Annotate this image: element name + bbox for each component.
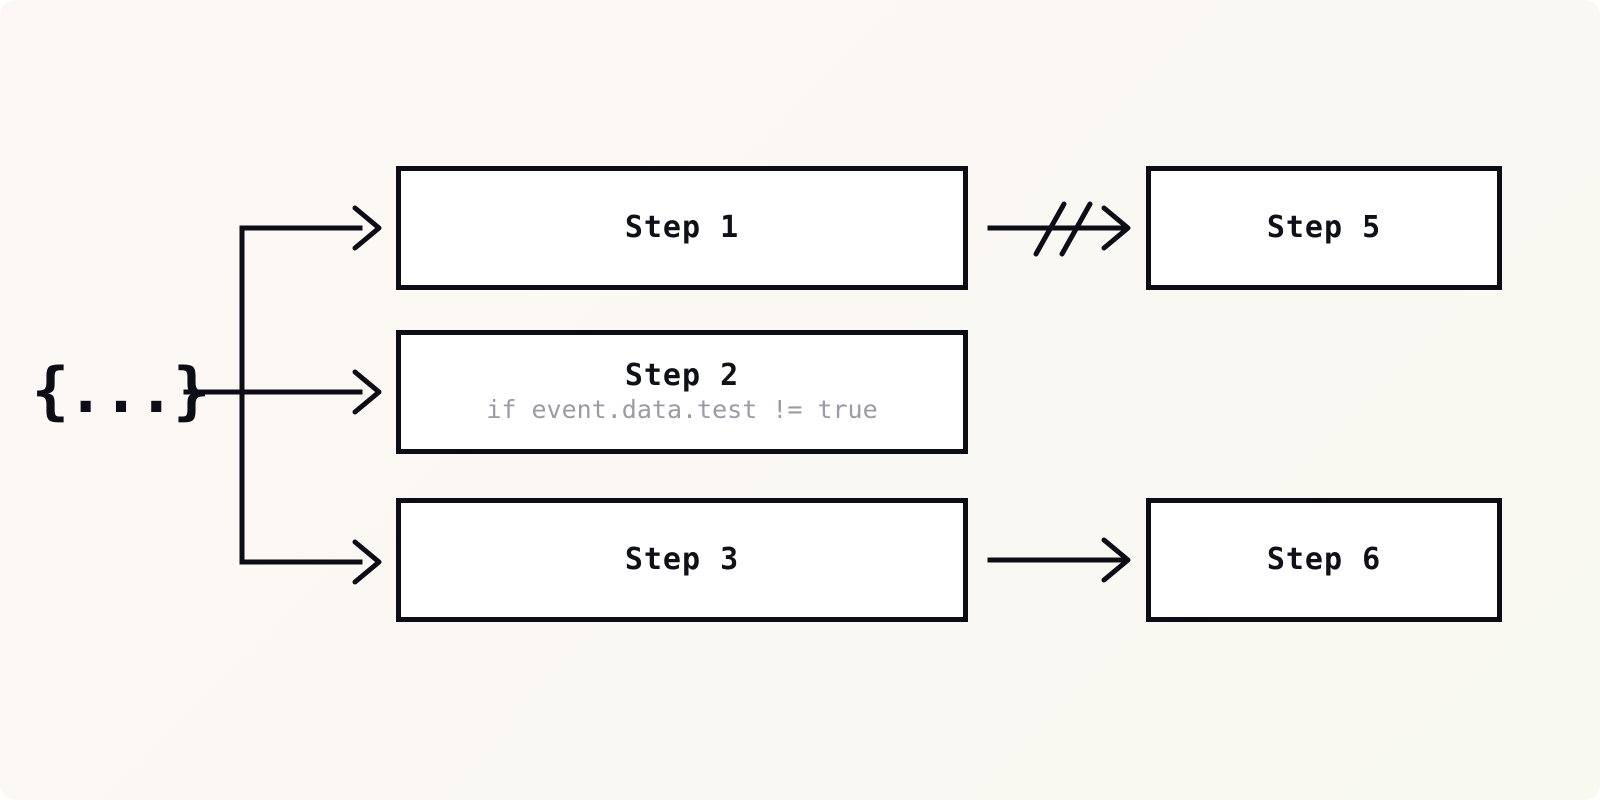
- node-step2-title: Step 2: [624, 358, 740, 394]
- arrowhead-step5: [1101, 205, 1131, 251]
- node-step5[interactable]: Step 5: [1146, 166, 1502, 290]
- node-step1[interactable]: Step 1: [396, 166, 968, 290]
- arrowhead-step3: [352, 539, 382, 585]
- source-node-event-payload[interactable]: {...}: [32, 340, 211, 440]
- node-step5-title: Step 5: [1266, 210, 1382, 246]
- node-step6-title: Step 6: [1266, 542, 1382, 578]
- cut-slash-2: [1059, 201, 1093, 257]
- node-step3[interactable]: Step 3: [396, 498, 968, 622]
- arrowhead-step6: [1101, 537, 1131, 583]
- node-step1-title: Step 1: [624, 210, 740, 246]
- arrowhead-step1: [352, 205, 382, 251]
- source-node-label: {...}: [31, 353, 211, 427]
- node-step2-condition: if event.data.test != true: [486, 394, 878, 424]
- arrowhead-step2: [352, 369, 382, 415]
- node-step2[interactable]: Step 2 if event.data.test != true: [396, 330, 968, 454]
- cut-slash-1: [1033, 201, 1067, 257]
- node-step6[interactable]: Step 6: [1146, 498, 1502, 622]
- node-step3-title: Step 3: [624, 542, 740, 578]
